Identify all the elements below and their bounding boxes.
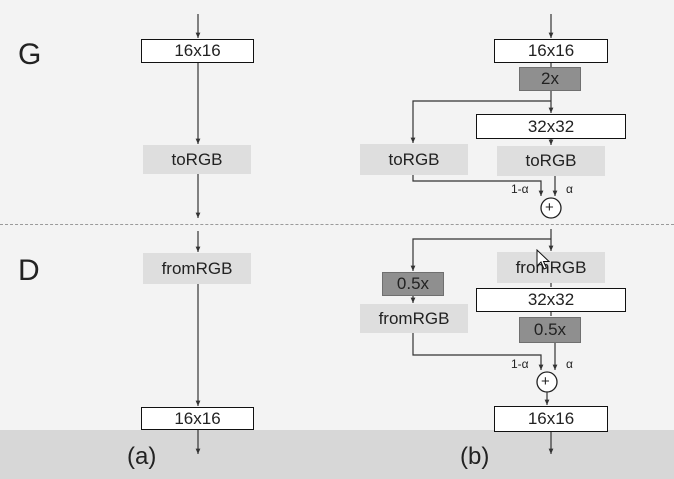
b-g-upsample-2x: 2x [519,67,581,91]
b-g-torgb-new: toRGB [497,146,605,176]
a-d-fromrgb: fromRGB [143,253,251,284]
b-g-new-layer-32x32: 32x32 [476,114,626,139]
caption-b: (b) [460,443,490,470]
arrow-b-g-skip [410,100,551,143]
b-d-fromrgb-new: fromRGB [497,252,605,283]
b-g-weight-new: α [566,182,573,196]
generator-label: G [18,38,42,71]
b-d-sum-sign: + [541,373,550,390]
arrow-b-d-old-weight [412,333,544,370]
b-d-new-layer-32x32: 32x32 [476,288,626,312]
b-g-torgb-old: toRGB [360,144,468,175]
b-g-sum-sign: + [545,199,554,216]
b-g-weight-old: 1-α [511,182,529,196]
b-g-input-16x16: 16x16 [494,39,608,63]
b-d-output-16x16: 16x16 [494,406,608,432]
a-g-torgb: toRGB [143,145,251,174]
b-d-fromrgb-old: fromRGB [360,304,468,333]
g-sum-circle [540,197,562,219]
discriminator-label: D [18,254,40,287]
mouse-cursor-icon [536,249,550,270]
a-d-output-16x16: 16x16 [141,407,254,430]
caption-band [0,430,674,479]
b-d-weight-old: 1-α [511,357,529,371]
caption-a: (a) [127,443,157,470]
a-g-input-16x16: 16x16 [141,39,254,63]
section-divider [0,224,674,225]
b-d-downsample-new: 0.5x [519,317,581,343]
arrow-b-d-skip [410,238,551,271]
b-d-downsample-old: 0.5x [382,272,444,296]
b-d-weight-new: α [566,357,573,371]
arrow-b-g-old-weight [412,175,544,196]
